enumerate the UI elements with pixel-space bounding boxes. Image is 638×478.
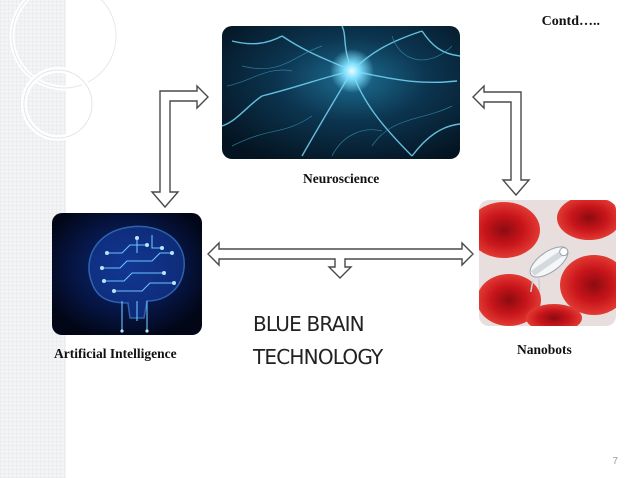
nanobots-label: Nanobots bbox=[517, 342, 572, 357]
nanobot-blood-cells-image bbox=[479, 200, 616, 326]
neuron-image bbox=[222, 26, 460, 159]
circuit-brain-image bbox=[52, 213, 202, 335]
center-title: BLUE BRAIN TECHNOLOGY bbox=[253, 308, 383, 374]
center-title-line2: TECHNOLOGY bbox=[253, 345, 383, 369]
neuroscience-label: Neuroscience bbox=[303, 171, 380, 186]
arrow-ai-nanobots bbox=[207, 241, 474, 279]
decorative-circles bbox=[9, 0, 119, 141]
artificial-intelligence-label: Artificial Intelligence bbox=[54, 346, 177, 361]
page-number: 7 bbox=[612, 456, 618, 467]
arrow-neuroscience-nanobots bbox=[472, 84, 531, 197]
center-title-line1: BLUE BRAIN bbox=[253, 312, 365, 336]
continued-label: Contd….. bbox=[541, 14, 600, 29]
arrow-ai-neuroscience bbox=[150, 84, 209, 209]
